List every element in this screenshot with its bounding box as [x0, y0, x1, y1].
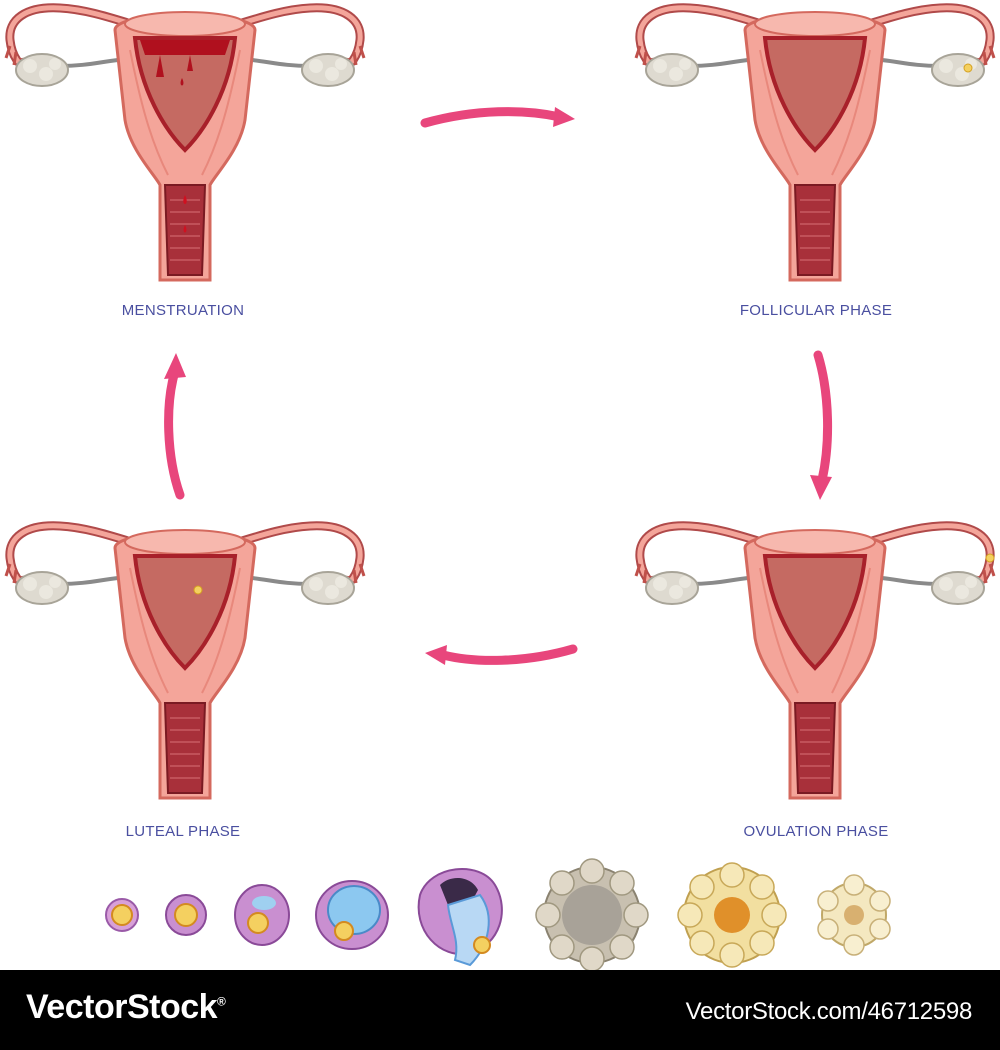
arrow-to-follicular — [420, 107, 575, 128]
corpus-hemorrhagicum — [535, 858, 649, 970]
follicle-primary — [165, 894, 207, 936]
follicle-primordial — [105, 898, 139, 932]
arrow-to-luteal — [425, 644, 578, 665]
registered-mark: ® — [217, 994, 226, 1009]
label-follicular: FOLLICULAR PHASE — [739, 302, 893, 319]
arrow-to-ovulation — [810, 350, 833, 500]
uterus-menstruation — [0, 0, 370, 290]
uterus-follicular — [630, 0, 1000, 290]
label-ovulation: OVULATION PHASE — [743, 823, 889, 840]
label-menstruation: MENSTRUATION — [121, 302, 245, 319]
corpus-luteum — [677, 862, 787, 968]
follicle-stages — [105, 858, 891, 970]
follicle-antral — [315, 880, 389, 950]
brand-name: VectorStock — [26, 988, 218, 1026]
corpus-albicans — [817, 874, 891, 956]
brand-logo: VectorStock® — [26, 988, 226, 1027]
stock-id: VectorStock.com/46712598 — [685, 998, 973, 1025]
follicle-ovulation — [417, 868, 503, 967]
arrow-to-menstruation — [164, 353, 186, 500]
uterus-ovulation — [630, 518, 1000, 808]
uterus-luteal — [0, 518, 370, 808]
label-luteal: LUTEAL PHASE — [125, 823, 241, 840]
watermark-footer: VectorStock® VectorStock.com/46712598 — [0, 970, 1000, 1050]
follicle-secondary — [234, 884, 290, 946]
menstrual-cycle-diagram: MENSTRUATION FOLLICULAR PHASE LUTEAL PHA… — [0, 0, 1000, 970]
